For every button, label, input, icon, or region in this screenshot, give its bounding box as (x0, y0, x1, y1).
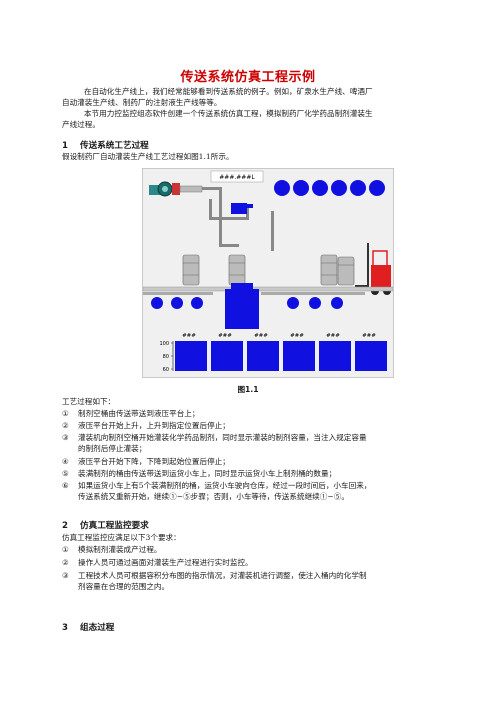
req-2-mark: ② (62, 558, 69, 567)
step-2-mark: ② (62, 421, 69, 430)
volume-readout: ###.###L (219, 174, 255, 181)
section-2-heading: 2 仿真工程监控要求 (62, 519, 149, 531)
step-4: ④ 液压平台开始下降，下降到起始位置后停止； (62, 456, 434, 467)
scale-label-100: 100 (159, 341, 169, 347)
empty-drums (182, 254, 246, 286)
bucket-label-5: ### (326, 333, 340, 339)
step-4-text: 液压平台开始下降，下降到起始位置后停止； (78, 457, 230, 466)
intro-line-4: 产线过程。 (62, 120, 100, 129)
step-1: ① 制剂空桶由传送带送到液压平台上； (62, 408, 434, 419)
step-5-mark: ⑤ (62, 469, 69, 478)
process-diagram-svg: ###.###L (142, 170, 394, 373)
step-1-text: 制剂空桶由传送带送到液压平台上； (78, 409, 200, 418)
step-6-text-2: 传送系统又重新开始，继续①~⑤步骤；否则，小车等待，传送系统继续①~⑤。 (78, 492, 349, 502)
step-3-text-2: 的制剂后停止灌装； (78, 444, 147, 454)
volume-readout-box (210, 170, 264, 183)
bucket-label-2: ### (218, 333, 232, 339)
step-1-mark: ① (62, 409, 69, 418)
req-2: ② 操作人员可通过画面对灌装生产过程进行实时监控。 (62, 557, 434, 568)
step-6-mark: ⑥ (62, 481, 69, 490)
intro-line-3: 本节用力控监控组态软件创建一个传送系统仿真工程，模拟制药厂化学药品制剂灌装生 (84, 109, 373, 118)
section-1-lead: 假设制药厂自动灌装生产线工艺过程如图1.1所示。 (62, 152, 234, 161)
step-3-mark: ③ (62, 433, 69, 442)
section-3-title: 组态过程 (80, 623, 115, 633)
section-3-number: 3 (62, 623, 68, 633)
intro-line-1: 在自动化生产线上，我们经常能够看到传送系统的例子。例如，矿泉水生产线、啤酒厂 (84, 87, 373, 96)
section-3-heading: 3 组态过程 (62, 621, 114, 633)
bucket-label-4: ### (290, 333, 304, 339)
step-5: ⑤ 装满制剂的桶由传送带送到运货小车上，同时显示运货小车上制剂桶的数量； (62, 468, 434, 479)
intro-line-2: 自动灌装生产线、制药厂的注射液生产线等等。 (62, 98, 222, 107)
volume-distribution-bars (171, 341, 387, 371)
conveyor-belt (142, 286, 394, 295)
step-3-text-1: 灌装机向制剂空桶开始灌装化学药品制剂，同时显示灌装的制剂容量，当注入规定容量 (78, 433, 367, 442)
pump-motor (149, 181, 203, 197)
req-2-text: 操作人员可通过画面对灌装生产过程进行实时监控。 (78, 558, 253, 567)
filler-head (231, 203, 247, 214)
req-1-text: 模拟制剂灌装成产过程。 (78, 545, 162, 554)
tank-indicators (274, 180, 385, 196)
process-diagram: ###.###L (142, 168, 394, 378)
req-1: ① 模拟制剂灌装成产过程。 (62, 544, 434, 555)
step-2-text: 液压平台开始上升，上升到指定位置后停止； (78, 421, 230, 430)
req-3-mark: ③ (62, 571, 69, 580)
scale-label-60: 60 (163, 367, 169, 373)
bucket-label-1: ### (182, 333, 196, 339)
section-1-title: 传送系统工艺过程 (80, 141, 149, 151)
section-2-title: 仿真工程监控要求 (80, 521, 149, 531)
step-5-text: 装满制剂的桶由传送带送到运货小车上，同时显示运货小车上制剂桶的数量； (78, 469, 337, 478)
step-6-text-1: 如果运货小车上有5个装满制剂的桶，运货小车驶向仓库，经过一段时间后，小车回来， (78, 481, 372, 490)
req-1-mark: ① (62, 545, 69, 554)
section-2-lead: 仿真工程监控应满足以下3个要求： (62, 533, 181, 542)
section-1-heading: 1 传送系统工艺过程 (62, 139, 149, 151)
step-4-mark: ④ (62, 457, 69, 466)
process-lead: 工艺过程如下： (62, 397, 116, 406)
section-1-number: 1 (62, 141, 68, 151)
lift-platform-tank (225, 289, 259, 329)
full-drums (320, 254, 355, 286)
step-6: ⑥ 如果运货小车上有5个装满制剂的桶，运货小车驶向仓库，经过一段时间后，小车回来，… (62, 480, 434, 502)
bucket-counters (151, 297, 343, 309)
scale-label-80: 80 (163, 354, 169, 360)
figure-caption: 图1.1 (237, 385, 259, 394)
pipes (202, 187, 274, 251)
section-2-number: 2 (62, 521, 68, 531)
bucket-label-3: ### (254, 333, 268, 339)
req-3-text-2: 剂容量在合理的范围之内。 (78, 582, 170, 592)
req-3-text-1: 工程技术人员可根据容积分布图的指示情况，对灌装机进行调整，使注入桶内的化学制 (78, 571, 367, 580)
step-2: ② 液压平台开始上升，上升到指定位置后停止； (62, 420, 434, 431)
bucket-label-6: ### (362, 333, 376, 339)
page-title: 传送系统仿真工程示例 (180, 70, 316, 85)
